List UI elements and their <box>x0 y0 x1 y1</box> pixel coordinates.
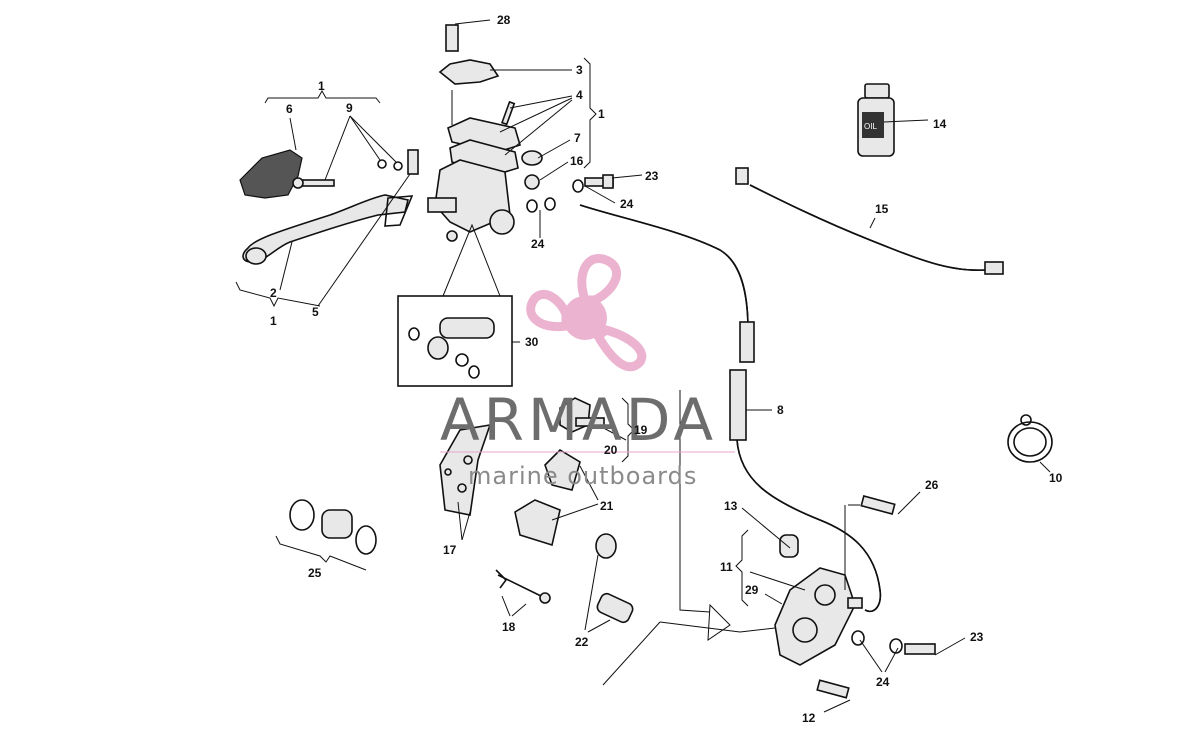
callout-labels: 28 3 4 1 7 16 23 24 24 1 6 9 2 5 1 30 14… <box>270 13 1063 725</box>
stop-switch-cable <box>735 167 1004 275</box>
brake-oil-bottle: OIL <box>857 83 895 157</box>
label-20: 20 <box>604 443 618 457</box>
label-30: 30 <box>525 335 539 349</box>
caliper-piston-seals <box>289 499 377 555</box>
bottle-label: OIL <box>864 122 877 131</box>
armada-propeller-logo <box>526 254 647 372</box>
label-1-right: 1 <box>598 107 605 121</box>
brake-lever-group <box>239 149 419 265</box>
label-23-top: 23 <box>645 169 659 183</box>
label-1-top: 1 <box>318 79 325 93</box>
label-25: 25 <box>308 566 322 580</box>
label-8: 8 <box>777 403 784 417</box>
label-15: 15 <box>875 202 889 216</box>
label-21: 21 <box>600 499 614 513</box>
label-23-bottom: 23 <box>970 630 984 644</box>
watermark-brand: ARMADA <box>440 386 717 454</box>
piston-kit-box <box>397 223 513 387</box>
label-2: 2 <box>270 286 277 300</box>
label-17: 17 <box>443 543 457 557</box>
label-7: 7 <box>574 131 581 145</box>
brake-pad-parts <box>439 397 634 624</box>
label-16: 16 <box>570 154 584 168</box>
label-18: 18 <box>502 620 516 634</box>
label-4: 4 <box>576 88 583 102</box>
label-28: 28 <box>497 13 511 27</box>
label-5: 5 <box>312 305 319 319</box>
brake-hose <box>579 204 882 612</box>
label-1-bottom: 1 <box>270 314 277 328</box>
master-cylinder <box>427 24 614 242</box>
watermark-tagline: marine outboards <box>468 462 697 490</box>
label-6: 6 <box>286 102 293 116</box>
label-12: 12 <box>802 711 816 725</box>
assembly-arrows <box>602 390 776 686</box>
label-19: 19 <box>634 423 648 437</box>
hose-clamp <box>1007 414 1053 463</box>
label-24-c: 24 <box>876 675 890 689</box>
brake-caliper <box>774 495 936 699</box>
label-10: 10 <box>1049 471 1063 485</box>
label-29: 29 <box>745 583 759 597</box>
label-26: 26 <box>925 478 939 492</box>
label-24-a: 24 <box>620 197 634 211</box>
label-3: 3 <box>576 63 583 77</box>
label-9: 9 <box>346 101 353 115</box>
label-13: 13 <box>724 499 738 513</box>
group-brackets <box>235 57 749 607</box>
label-14: 14 <box>933 117 947 131</box>
leader-lines <box>279 19 1051 713</box>
label-11: 11 <box>720 560 733 574</box>
label-22: 22 <box>575 635 589 649</box>
label-24-b: 24 <box>531 237 545 251</box>
